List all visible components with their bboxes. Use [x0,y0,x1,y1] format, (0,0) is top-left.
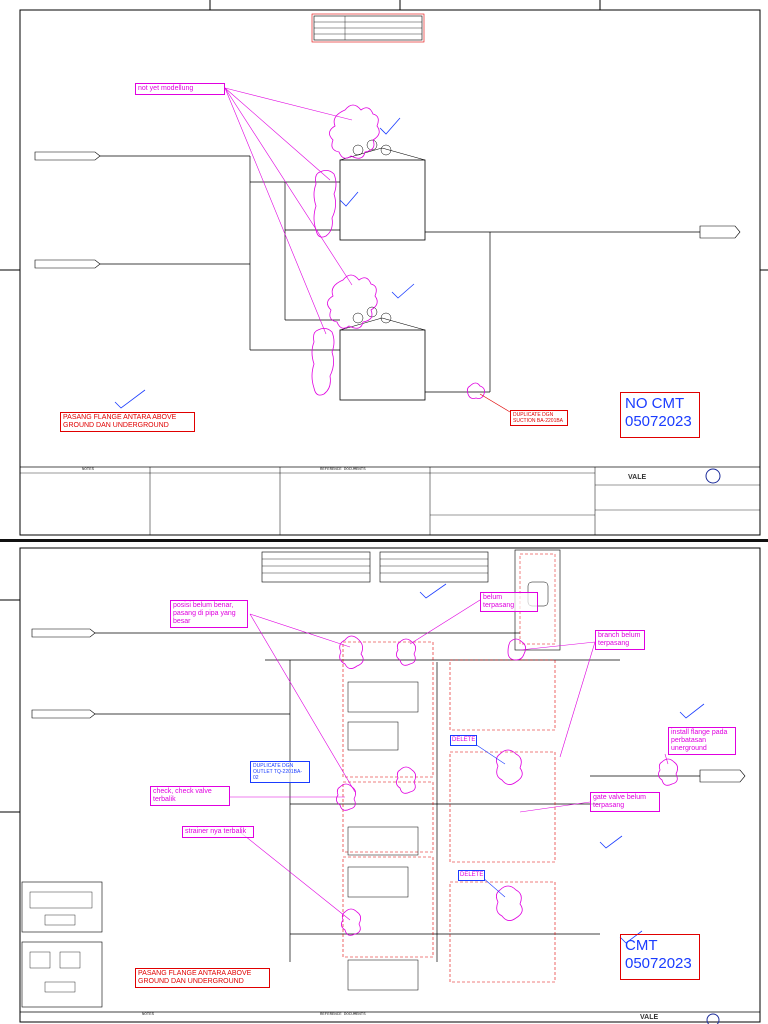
status-line-1: NO CMT [625,395,685,412]
annotation-posisi: posisi belum benar, pasang di pipa yang … [170,600,248,628]
vale-logo: VALE [628,474,647,481]
notes-header: NOTES [82,468,95,472]
status-box-cmt: CMT 05072023 [620,934,700,980]
drawing-sheet-1: not yet modellung PASANG FLANGE ANTARA A… [0,0,768,536]
status-line-2: 05072023 [625,413,692,430]
sheet-border-2 [19,547,761,1023]
drawing-sheet-2: posisi belum benar, pasang di pipa yang … [0,542,768,1024]
annotation-not-modelled: not yet modellung [135,83,225,95]
annotation-gate-valve: gate valve belum terpasang [590,792,660,812]
status-box-no-cmt: NO CMT 05072023 [620,392,700,438]
annotation-check-valve: check, check valve terbalik [150,786,230,806]
status-line-1: CMT [625,937,658,954]
sheet-separator [0,539,768,543]
title-block-1 [19,466,761,536]
annotation-strainer: strainer nya terbalik [182,826,254,838]
reference-header: REFERENCE DOCUMENTS [320,468,366,472]
annotation-delete-1: DELETE [450,735,478,746]
notes-header-2: NOTES [142,1013,155,1017]
annotation-delete-2: DELETE [458,870,486,881]
pid-drawing-2 [0,547,761,1024]
sheet-border [19,9,761,536]
status-line-2: 05072023 [625,955,692,972]
reference-header-2: REFERENCE DOCUMENTS [320,1013,366,1017]
annotation-flange-2: PASANG FLANGE ANTARA ABOVE GROUND DAN UN… [135,968,270,988]
vale-logo-2: VALE [640,1014,659,1021]
annotation-duplicate: DUPLICATE DGN SUCTION BA-2201BA [510,410,568,426]
annotation-branch: branch belum terpasang [595,630,645,650]
annotation-duplicate-outlet: DUPLICATE DGN OUTLET TQ-2201BA-02 [250,761,310,783]
annotation-install-flange: install flange pada perbatasan unergroun… [668,727,736,755]
tank-1 [339,159,426,241]
pid-drawing-1 [0,0,768,536]
annotation-flange: PASANG FLANGE ANTARA ABOVE GROUND DAN UN… [60,412,195,432]
annotation-belum-terpasang: belum terpasang [480,592,538,612]
tank-2 [339,329,426,401]
